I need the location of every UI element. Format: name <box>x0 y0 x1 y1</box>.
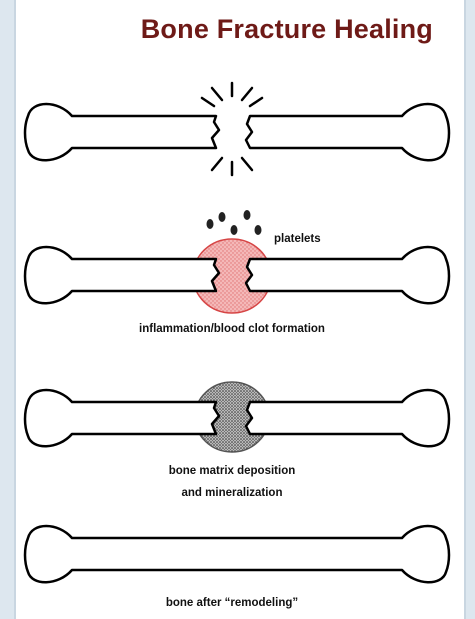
platelet <box>231 225 238 235</box>
bone-right-fragment <box>246 104 449 160</box>
platelet <box>219 212 226 222</box>
label-mineralization: and mineralization <box>182 487 283 499</box>
bone-left-fragment <box>25 104 219 160</box>
platelet <box>244 210 251 220</box>
healed-bone <box>25 526 449 582</box>
bone-right-fragment <box>246 247 449 303</box>
bone-right-fragment <box>246 390 449 446</box>
platelet <box>207 219 214 229</box>
stage-clot: platelets inflammation/blood clot format… <box>25 210 449 335</box>
stage-matrix: bone matrix deposition and mineralizatio… <box>25 382 449 499</box>
label-matrix-deposition: bone matrix deposition <box>169 465 296 477</box>
platelets <box>207 210 262 235</box>
label-platelets: platelets <box>274 233 321 245</box>
label-inflammation: inflammation/blood clot formation <box>139 323 325 335</box>
stage-remodeled: bone after “remodeling” <box>25 526 449 609</box>
platelet <box>255 225 262 235</box>
bone-left-fragment <box>25 247 219 303</box>
bone-left-fragment <box>25 390 219 446</box>
stage-fracture <box>25 83 449 175</box>
label-remodeling: bone after “remodeling” <box>166 597 298 609</box>
